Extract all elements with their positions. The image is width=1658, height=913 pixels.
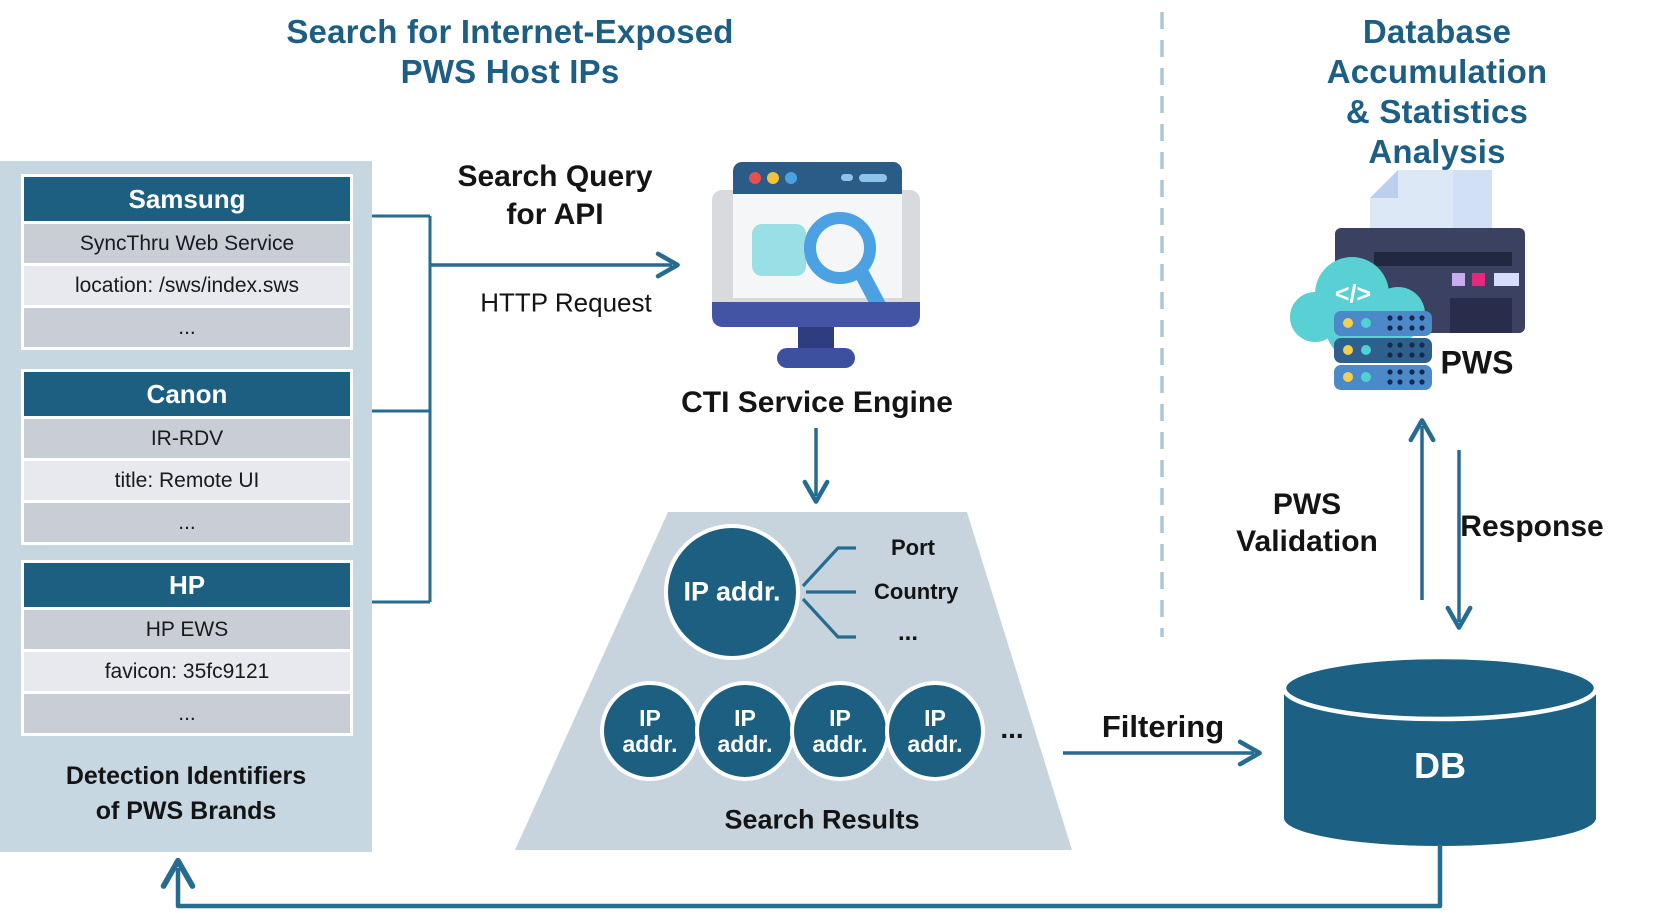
browser-dot-yellow <box>767 172 779 184</box>
ip-address-circle-label: IP addr. <box>622 705 678 757</box>
http-request-label: HTTP Request <box>480 287 652 318</box>
server-stack-icon <box>1334 311 1432 390</box>
printer-slot <box>1374 252 1512 266</box>
magnifier-icon <box>804 212 876 284</box>
left-section-title: Search for Internet-Exposed PWS Host IPs <box>286 12 733 92</box>
attribute-country-label: Country <box>874 579 959 604</box>
brand-identifier-panel: Samsung SyncThru Web Service location: /… <box>0 161 372 852</box>
brand-header-canon: Canon <box>24 372 350 416</box>
browser-dot-blue <box>785 172 797 184</box>
brand-header-hp: HP <box>24 563 350 607</box>
right-section-title-line1: Database Accumulation <box>1326 13 1548 90</box>
monitor-bottom-bar <box>712 302 920 327</box>
ip-address-circle-label: IP addr. <box>717 705 773 757</box>
brand-row: ... <box>24 503 350 542</box>
ip-address-circle-label: IP addr. <box>812 705 868 757</box>
pws-validation-label: PWS Validation <box>1236 488 1378 558</box>
panel-caption-line1: Detection Identifiers <box>65 762 307 790</box>
ip-address-main-circle-label: IP addr. <box>683 576 781 607</box>
brand-row: SyncThru Web Service <box>24 224 350 263</box>
brand-header-samsung: Samsung <box>24 177 350 221</box>
pws-label: PWS <box>1440 344 1514 381</box>
database-cylinder <box>1281 654 1599 846</box>
code-icon: </> <box>1335 280 1371 308</box>
attribute-ellipsis-label: ... <box>898 619 919 646</box>
ip-address-main-circle <box>664 524 800 660</box>
printer-button-wide <box>1494 273 1519 286</box>
printer-button-magenta <box>1472 273 1485 286</box>
brand-block-samsung: Samsung SyncThru Web Service location: /… <box>21 174 353 350</box>
search-results-label: Search Results <box>724 804 920 835</box>
panel-caption-line2: of PWS Brands <box>95 797 277 825</box>
cti-service-engine-label: CTI Service Engine <box>681 386 953 419</box>
paper-fold <box>1370 170 1398 198</box>
monitor-neck <box>798 327 834 348</box>
panel-caption: Detection Identifiers of PWS Brands <box>0 759 372 829</box>
printer-button-purple <box>1452 273 1465 286</box>
ip-address-circles <box>600 681 985 781</box>
brand-block-hp: HP HP EWS favicon: 35fc9121 ... <box>21 560 353 736</box>
left-section-title-line1: Search for Internet-Exposed <box>286 13 734 50</box>
circles-ellipsis-label: ... <box>1000 713 1024 744</box>
ip-address-circle-label: IP addr. <box>907 705 963 757</box>
cti-service-engine-icon <box>712 162 920 368</box>
brand-row: ... <box>24 694 350 733</box>
right-section-title: Database Accumulation & Statistics Analy… <box>1327 12 1548 172</box>
right-section-title-line2: & Statistics Analysis <box>1345 93 1529 170</box>
brand-block-canon: Canon IR-RDV title: Remote UI ... <box>21 369 353 545</box>
brand-row: IR-RDV <box>24 419 350 458</box>
response-label: Response <box>1460 510 1604 543</box>
pws-printer-icon: </> <box>1290 170 1525 390</box>
search-query-label: Search Query for API <box>457 160 653 231</box>
brand-row: ... <box>24 308 350 347</box>
brand-row: location: /sws/index.sws <box>24 266 350 305</box>
db-label: DB <box>1414 745 1466 786</box>
browser-dot-red <box>749 172 761 184</box>
search-box <box>752 224 806 276</box>
brand-row: title: Remote UI <box>24 461 350 500</box>
filtering-label: Filtering <box>1101 709 1225 744</box>
attribute-branch-lines <box>801 546 856 639</box>
db-to-identifiers-loop-arrow <box>160 844 1443 909</box>
brand-row: HP EWS <box>24 610 350 649</box>
left-section-title-line2: PWS Host IPs <box>400 53 620 90</box>
attribute-port-label: Port <box>891 535 935 560</box>
monitor-base <box>777 348 855 368</box>
brand-row: favicon: 35fc9121 <box>24 652 350 691</box>
search-results-trapezoid <box>515 512 1072 850</box>
